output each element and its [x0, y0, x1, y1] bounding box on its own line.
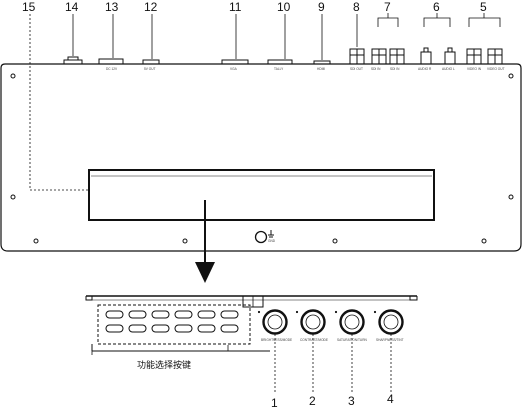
port-label-video-out: VIDEO OUT [487, 67, 505, 71]
callout-8: 8 [353, 0, 360, 14]
knob-label-sharpness: SHARPNESS/TINT [376, 338, 404, 342]
function-key[interactable] [105, 324, 124, 333]
callout-4: 4 [387, 392, 394, 406]
port-label-tally: TALLY [274, 67, 284, 71]
callout-13: 13 [105, 0, 119, 14]
function-key[interactable] [128, 310, 147, 319]
callout-1: 1 [271, 396, 278, 408]
callout-6: 6 [433, 0, 440, 14]
screw [33, 238, 39, 244]
front-panel-right-tab [409, 296, 418, 301]
ground-label: GND [268, 239, 276, 243]
knobs [257, 309, 404, 335]
function-keys-group [97, 304, 251, 345]
bnc-connector-sdi-in-2 [389, 48, 405, 65]
port-label-sdi-in-2: SDI IN [390, 67, 400, 71]
function-key[interactable] [128, 324, 147, 333]
bnc-connector-video-in [466, 48, 482, 65]
tally-port [267, 59, 293, 65]
function-key[interactable] [197, 324, 216, 333]
rear-panel-outline [0, 63, 522, 252]
callout-5: 5 [480, 0, 487, 14]
ground-symbol-icon [268, 230, 274, 238]
dc-power-jack [63, 56, 83, 65]
knob-brightness[interactable] [257, 309, 288, 335]
rear-screws [10, 73, 514, 244]
screw [10, 73, 16, 79]
screw [10, 194, 16, 200]
callout-12: 12 [144, 0, 158, 14]
detail-arrow [195, 200, 215, 283]
screw [508, 73, 514, 79]
screw [481, 238, 487, 244]
screw [182, 238, 188, 244]
knob-sharpness[interactable] [373, 309, 404, 335]
bottom-callouts: 1 2 3 4 [271, 392, 394, 410]
port-label-audio-r: AUDIO R [418, 67, 432, 71]
port-label-sdi-out: SDI OUT [350, 67, 363, 71]
port-label-hdmi: HDMI [317, 67, 325, 71]
knob-contrast[interactable] [295, 309, 326, 335]
dc-connector [98, 58, 124, 65]
port-label-sdi-in-1: SDI IN [371, 67, 381, 71]
rear-panel [0, 63, 522, 252]
callout-11: 11 [229, 0, 242, 14]
front-panel [85, 295, 418, 355]
callout-14: 14 [65, 0, 79, 14]
rear-connectors [63, 47, 503, 65]
knob-saturation[interactable] [334, 309, 365, 335]
callout-7: 7 [384, 0, 391, 14]
bnc-connector-video-out [487, 48, 503, 65]
function-key[interactable] [105, 310, 124, 319]
bottom-leaders [274, 334, 392, 392]
port-label-video-in: VIDEO IN [467, 67, 482, 71]
vga-port [221, 59, 249, 65]
function-keys [105, 310, 239, 333]
rca-audio-l [444, 47, 456, 65]
callout-9: 9 [318, 0, 325, 14]
screw [508, 194, 514, 200]
usb-5v-port [142, 59, 160, 65]
function-key[interactable] [174, 324, 193, 333]
callout-3: 3 [348, 394, 355, 408]
bnc-connector-sdi-out [349, 48, 365, 65]
function-keys-caption: 功能选择按键 [137, 359, 191, 370]
port-label-vga: VGA [230, 67, 238, 71]
callout-2: 2 [309, 394, 316, 408]
function-key[interactable] [151, 324, 170, 333]
front-panel-left-tab [85, 296, 93, 301]
ground-terminal [254, 230, 274, 244]
bnc-connector-sdi-in-1 [371, 48, 387, 65]
top-leaders [29, 13, 501, 191]
function-key[interactable] [220, 310, 239, 319]
top-callouts: 5 6 7 8 9 10 11 12 13 14 15 [22, 0, 487, 14]
port-labels: VIDEO IN VIDEO OUT AUDIO R AUDIO L SDI I… [106, 67, 505, 243]
callout-15: 15 [22, 0, 36, 14]
port-label-dc: DC 12V [106, 67, 118, 71]
function-key[interactable] [151, 310, 170, 319]
function-key[interactable] [197, 310, 216, 319]
port-label-audio-l: AUDIO L [442, 67, 455, 71]
function-key[interactable] [174, 310, 193, 319]
rear-display-window [88, 169, 435, 221]
knob-label-brightness: BRIGHTNESS/MODE [261, 338, 292, 342]
callout-10: 10 [277, 0, 291, 14]
knob-label-contrast: CONTRAST/MODE [300, 338, 328, 342]
rca-audio-r [420, 47, 432, 65]
knob-labels: BRIGHTNESS/MODE CONTRAST/MODE SATURATION… [261, 338, 404, 342]
function-key[interactable] [220, 324, 239, 333]
screw [332, 238, 338, 244]
ground-screw-icon [254, 230, 268, 244]
hdmi-port [313, 60, 331, 65]
arrow-down-icon [195, 262, 215, 283]
port-label-5v-out: 5V OUT [144, 67, 156, 71]
